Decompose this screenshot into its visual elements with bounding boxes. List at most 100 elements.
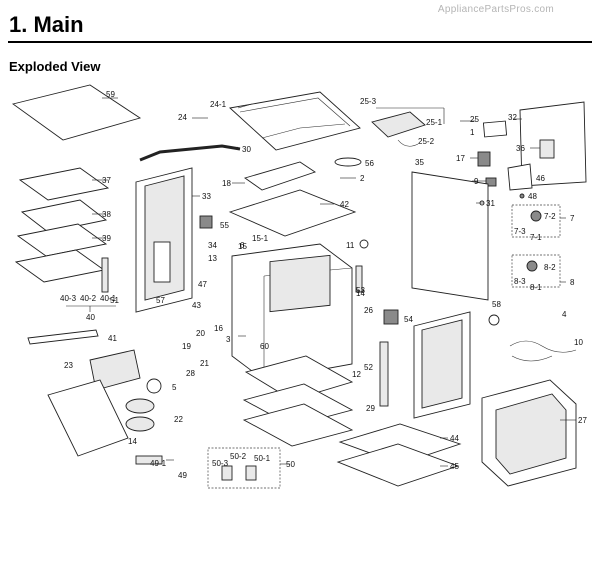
label-9: 9	[474, 177, 479, 186]
label-19: 19	[182, 342, 191, 351]
label-60: 60	[260, 342, 269, 351]
part-45-drawer-front	[336, 443, 460, 487]
label-24-1: 24-1	[210, 100, 227, 109]
part-7-thermostat-box	[511, 204, 561, 238]
part-35-rear-panel	[411, 171, 489, 301]
part-38-rack-frame	[20, 199, 108, 233]
label-11: 11	[346, 241, 355, 250]
part-11-knob	[359, 239, 369, 249]
label-8: 8	[570, 278, 575, 287]
part-55-bracket	[199, 215, 213, 229]
label-48: 48	[528, 192, 537, 201]
part-39-rack	[16, 223, 108, 257]
label-4: 4	[562, 310, 567, 319]
label-33-left: 33	[202, 192, 211, 201]
label-42: 42	[340, 200, 349, 209]
label-25: 25	[470, 115, 479, 124]
label-50-2: 50-2	[230, 452, 247, 461]
label-35: 35	[415, 158, 424, 167]
part-22-lamp-lower	[125, 416, 155, 432]
part-labels: 59 24-1 24 30 25-3 25 25-1 25-2 1 32 36 …	[60, 90, 587, 480]
parts-layer	[11, 84, 587, 489]
label-36: 36	[516, 144, 525, 153]
label-10: 10	[574, 338, 583, 347]
part-37-rack	[18, 167, 110, 201]
part-51-strip	[101, 257, 109, 293]
part-14-glass-panel	[47, 379, 129, 457]
label-7-1: 7-1	[530, 233, 542, 242]
label-24: 24	[178, 113, 187, 122]
part-5-ring	[146, 378, 162, 394]
part-58-cap	[488, 314, 500, 326]
part-23-heating-element	[89, 349, 141, 391]
part-41-handle	[27, 329, 99, 345]
label-50-1: 50-1	[254, 454, 271, 463]
part-50-box	[207, 447, 281, 489]
label-50-3: 50-3	[212, 459, 229, 468]
leader-lines	[66, 97, 576, 467]
part-42-top-cover	[228, 189, 357, 237]
label-43: 43	[192, 301, 201, 310]
part-49-bracket	[135, 455, 163, 465]
section-subtitle: Exploded View	[9, 59, 101, 74]
part-57-insulation	[153, 241, 171, 283]
part-9-clip	[485, 177, 497, 187]
part-60-tray	[244, 355, 354, 401]
label-57-left: 57	[156, 296, 165, 305]
part-24-top-frame	[229, 91, 361, 151]
part-54-switch	[383, 309, 399, 325]
label-39: 39	[102, 234, 111, 243]
part-53-rail	[355, 265, 363, 293]
label-8-2: 8-2	[544, 263, 556, 272]
label-15-1: 15-1	[252, 234, 269, 243]
label-7-3: 7-3	[514, 227, 526, 236]
part-8-knob	[526, 260, 538, 272]
label-44: 44	[450, 434, 459, 443]
label-29: 29	[366, 404, 375, 413]
part-17-grille	[477, 151, 491, 167]
label-38: 38	[102, 210, 111, 219]
part-46-cover	[507, 163, 533, 191]
part-18-bracket	[243, 161, 317, 191]
label-7: 7	[570, 214, 575, 223]
label-22: 22	[174, 415, 183, 424]
label-6-top: 6	[240, 241, 245, 250]
label-17: 17	[456, 154, 465, 163]
label-52: 52	[364, 363, 373, 372]
label-18: 18	[222, 179, 231, 188]
part-22-lamp-upper	[125, 398, 155, 414]
label-28: 28	[186, 369, 195, 378]
part-25-vent-duct	[371, 111, 426, 138]
part-52-rail	[379, 341, 389, 407]
label-16-top: 16	[214, 324, 223, 333]
label-23: 23	[64, 361, 73, 370]
label-49: 49	[178, 471, 187, 480]
label-31: 31	[486, 199, 495, 208]
part-56-oval-gasket	[334, 157, 362, 167]
label-32: 32	[508, 113, 517, 122]
label-47-left: 47	[198, 280, 207, 289]
part-30-rod	[139, 144, 241, 162]
label-1: 1	[470, 128, 475, 137]
label-46: 46	[536, 174, 545, 183]
part-59-top-sheet	[11, 84, 142, 141]
label-56: 56	[365, 159, 374, 168]
label-2: 2	[360, 174, 365, 183]
part-7-knob	[530, 210, 542, 222]
label-40-2: 40-2	[80, 294, 97, 303]
label-45: 45	[450, 462, 459, 471]
label-59: 59	[106, 90, 115, 99]
label-13-top: 13	[208, 254, 217, 263]
label-41: 41	[108, 334, 117, 343]
part-10-wire-harness	[509, 340, 577, 362]
label-37: 37	[102, 176, 111, 185]
label-27: 27	[578, 416, 587, 425]
label-50: 50	[286, 460, 295, 469]
part-40-rack	[14, 249, 106, 283]
label-26: 26	[364, 306, 373, 315]
label-30: 30	[242, 145, 251, 154]
label-40-3: 40-3	[60, 294, 77, 303]
label-5: 5	[172, 383, 177, 392]
page-title: 1. Main	[9, 12, 84, 37]
